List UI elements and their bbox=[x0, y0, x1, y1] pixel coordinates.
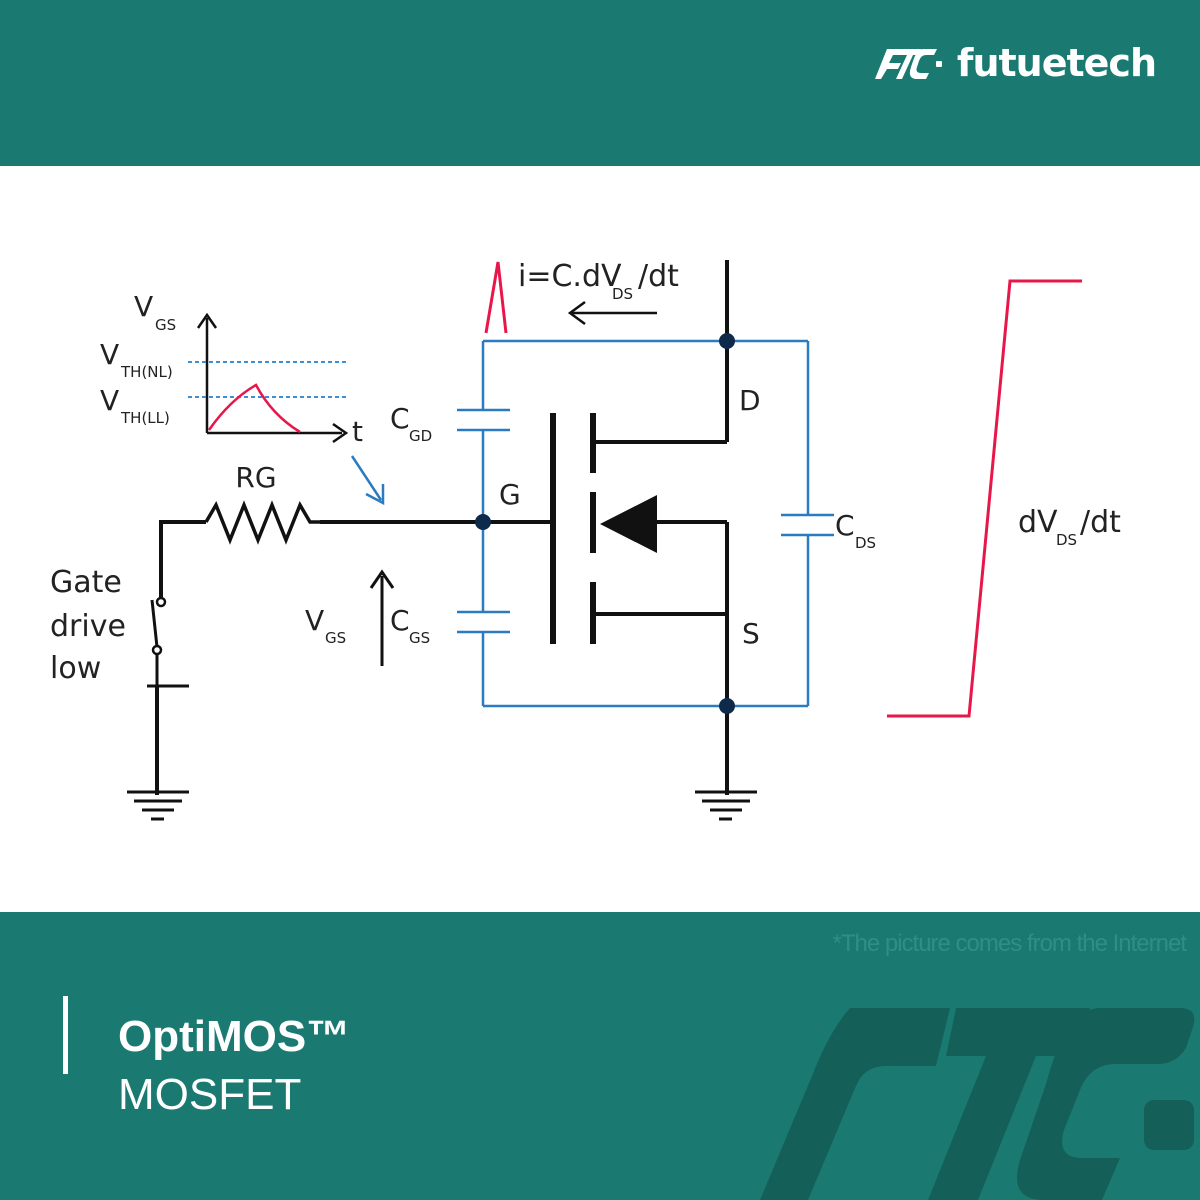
gate-drive-circuit: RG Gate drive low bbox=[50, 461, 483, 821]
image-credit: *The picture comes from the Internet bbox=[832, 930, 1187, 957]
vgs-axis-label: V bbox=[134, 290, 153, 323]
header-band: futuetech bbox=[0, 0, 1200, 166]
ground-symbol-left bbox=[127, 790, 189, 821]
drain-terminal-label: D bbox=[739, 384, 761, 417]
dvds-suffix: /dt bbox=[1080, 505, 1121, 540]
ftc-logo-watermark-icon bbox=[760, 1008, 1195, 1200]
cds-label: C bbox=[835, 509, 855, 542]
current-equation: i=C.dV DS /dt bbox=[484, 259, 679, 334]
brand-name: futuetech bbox=[956, 41, 1157, 85]
cds-capacitor bbox=[781, 513, 834, 537]
gate-resistor bbox=[204, 500, 320, 545]
current-eq-prefix: i=C.dV bbox=[518, 259, 622, 294]
vgs-waveform bbox=[207, 383, 301, 434]
drain-node bbox=[719, 333, 735, 349]
cgd-label: C bbox=[390, 402, 410, 435]
current-eq-sub: DS bbox=[612, 285, 633, 303]
cgs-label: C bbox=[390, 604, 410, 637]
gate-drive-label-line1: Gate bbox=[50, 565, 122, 600]
gate-terminal-label: G bbox=[499, 478, 521, 511]
t-axis-label: t bbox=[352, 415, 363, 448]
mosfet-circuit-diagram: V GS V TH(NL) V TH(LL) t RG Gate drive l… bbox=[50, 259, 1121, 821]
vth-ll-sub: TH(LL) bbox=[120, 409, 170, 427]
product-subtitle: MOSFET bbox=[118, 1070, 302, 1119]
brand[interactable]: futuetech bbox=[873, 38, 1157, 88]
vgs-arrow: V GS bbox=[305, 569, 395, 666]
vgs-label: V bbox=[305, 604, 324, 637]
dvds-sub: DS bbox=[1056, 531, 1077, 549]
dvds-prefix: dV bbox=[1018, 505, 1058, 540]
body-diode-arrow bbox=[600, 495, 657, 553]
vgs-mini-plot: V GS V TH(NL) V TH(LL) t bbox=[100, 290, 363, 448]
ground-symbol-right bbox=[695, 790, 757, 821]
title-accent-bar bbox=[63, 996, 68, 1074]
cds-sub: DS bbox=[855, 534, 876, 552]
gate-drive-label-line3: low bbox=[50, 651, 101, 686]
mosfet-symbol bbox=[483, 260, 757, 821]
vth-nl-sub: TH(NL) bbox=[120, 363, 173, 381]
vth-ll-label: V bbox=[100, 384, 119, 417]
ftc-logo-icon bbox=[874, 49, 942, 79]
current-eq-suffix: /dt bbox=[638, 259, 679, 294]
gate-node bbox=[475, 514, 491, 530]
source-terminal-label: S bbox=[742, 617, 760, 650]
vgs-axis-sub: GS bbox=[155, 316, 176, 334]
current-spike bbox=[484, 261, 508, 334]
gate-drive-switch bbox=[150, 599, 159, 648]
rg-label: RG bbox=[235, 461, 276, 494]
product-title: OptiMOS™ bbox=[118, 1012, 351, 1061]
cgd-sub: GD bbox=[409, 427, 432, 445]
source-node bbox=[719, 698, 735, 714]
pointer-arrow bbox=[350, 455, 385, 506]
vgs-sub: GS bbox=[325, 629, 346, 647]
cgs-sub: GS bbox=[409, 629, 430, 647]
gate-drive-label-line2: drive bbox=[50, 609, 126, 644]
vth-nl-label: V bbox=[100, 338, 119, 371]
cgd-capacitor bbox=[457, 408, 510, 432]
footer-band: *The picture comes from the Internet Opt… bbox=[0, 912, 1200, 1200]
dvds-ramp-waveform bbox=[887, 279, 1082, 718]
cgs-capacitor bbox=[457, 610, 510, 634]
